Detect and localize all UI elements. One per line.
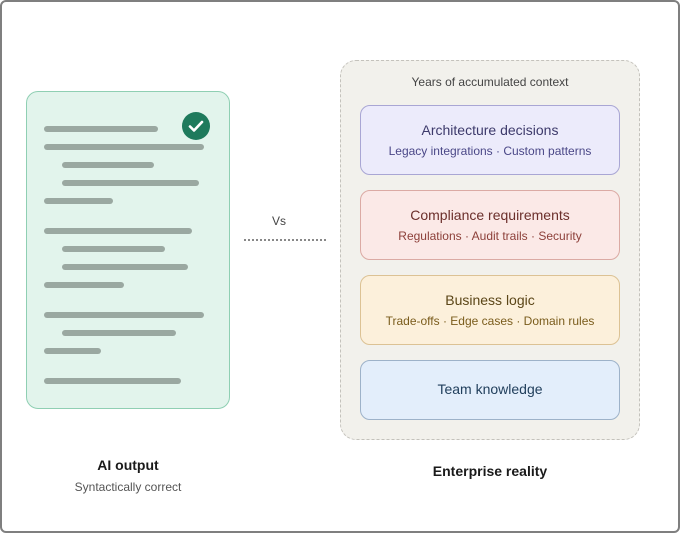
text-line (44, 312, 204, 318)
text-line (44, 126, 158, 132)
text-line (44, 378, 181, 384)
context-container: Years of accumulated context Architectur… (340, 60, 640, 440)
card-architecture: Architecture decisions Legacy integratio… (360, 105, 620, 175)
card-subtitle: Trade-offs · Edge cases · Domain rules (385, 314, 595, 328)
card-subtitle: Legacy integrations · Custom patterns (388, 144, 592, 158)
card-business-logic: Business logic Trade-offs · Edge cases ·… (360, 275, 620, 345)
text-line (44, 198, 113, 204)
text-line (44, 228, 192, 234)
check-circle-icon (182, 112, 210, 140)
text-line (62, 264, 188, 270)
text-line (44, 348, 101, 354)
context-label: Years of accumulated context (411, 75, 569, 89)
enterprise-reality-title: Enterprise reality (432, 463, 548, 479)
vs-label: Vs (272, 214, 287, 228)
ai-output-subtitle: Syntactically correct (74, 480, 182, 494)
text-line (62, 246, 165, 252)
ai-output-title: AI output (97, 457, 159, 473)
card-team-knowledge: Team knowledge (360, 360, 620, 420)
card-title: Compliance requirements (410, 207, 570, 223)
card-compliance: Compliance requirements Regulations · Au… (360, 190, 620, 260)
text-line (44, 144, 204, 150)
text-line (62, 330, 176, 336)
dotted-connector (244, 239, 326, 241)
text-line (62, 180, 199, 186)
card-subtitle: Regulations · Audit trails · Security (398, 229, 582, 243)
text-line (44, 282, 124, 288)
text-line (62, 162, 154, 168)
card-title: Business logic (445, 292, 535, 308)
ai-output-document (26, 91, 230, 409)
card-title: Architecture decisions (421, 122, 559, 138)
card-title: Team knowledge (437, 381, 543, 397)
